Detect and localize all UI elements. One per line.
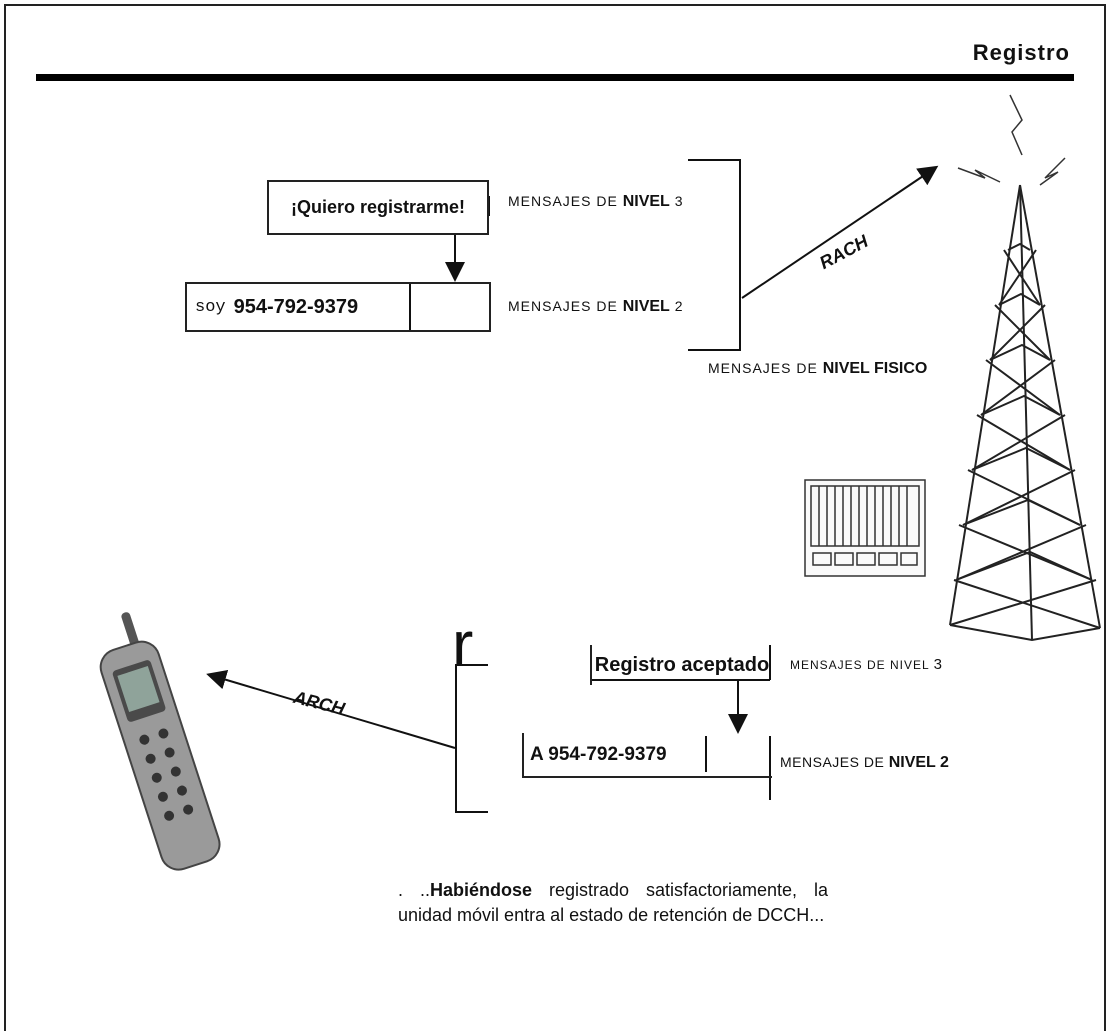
- upper-label-physical: MENSAJES DE NIVEL FISICO: [708, 360, 927, 378]
- level2-accept-box: A 954-792-9379: [522, 733, 772, 778]
- tower-icon: [950, 185, 1100, 640]
- lower-bracket-glyph: r: [452, 612, 473, 676]
- upper-label-level2: MENSAJES DE NIVEL 2: [508, 298, 684, 316]
- level3-accept-text: Registro aceptado: [595, 654, 769, 677]
- base-station-icon: [805, 480, 925, 576]
- level2-accept-text: A 954-792-9379: [530, 744, 667, 766]
- caption-text: . ..Habiéndose registrado satisfactoriam…: [398, 878, 828, 928]
- level3-request-box: ¡Quiero registrarme!: [267, 180, 489, 235]
- lower-bracket: [456, 665, 488, 812]
- level2-number: 954-792-9379: [234, 296, 359, 319]
- level2-request-box: soy 954-792-9379: [185, 282, 491, 332]
- upper-bracket: [688, 160, 740, 350]
- mobile-phone-icon: [86, 607, 224, 875]
- lower-label-level3: MENSAJES DE NIVEL 3: [790, 656, 943, 673]
- upper-label-level3: MENSAJES DE NIVEL 3: [508, 193, 684, 211]
- level3-accept-box: Registro aceptado: [590, 645, 772, 685]
- level2-prefix: soy: [195, 298, 226, 317]
- rach-arrow: [742, 168, 935, 298]
- lower-label-level2: MENSAJES DE NIVEL 2: [780, 754, 949, 772]
- level3-request-text: ¡Quiero registrarme!: [291, 197, 465, 218]
